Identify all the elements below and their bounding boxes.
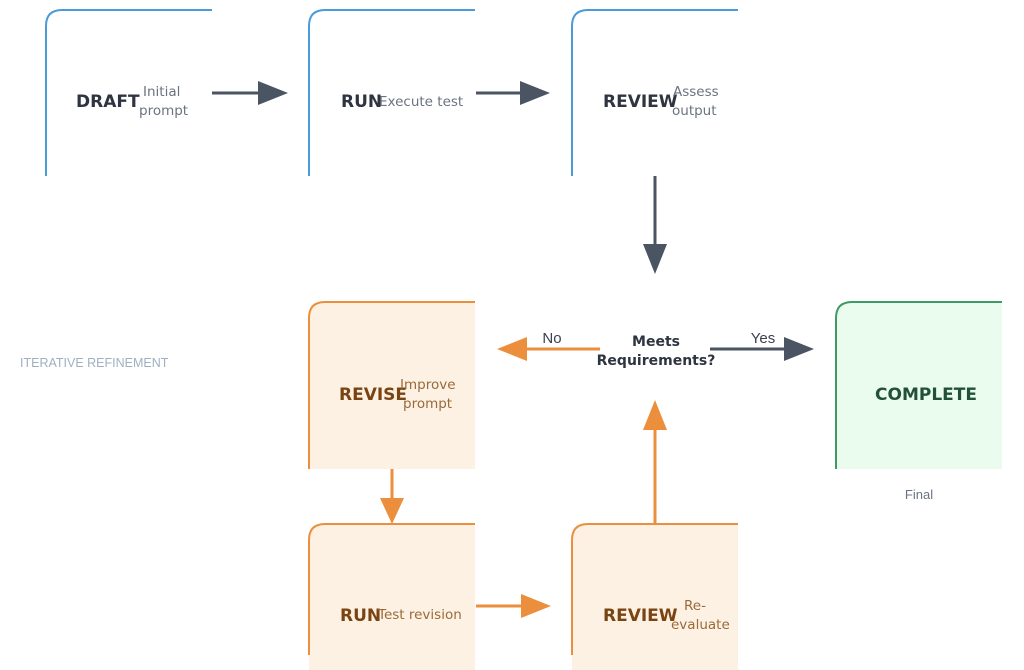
review2-box-fill: [572, 524, 738, 670]
arrow-draft-to-run: [212, 81, 288, 105]
node-complete: COMPLETE Final: [835, 301, 1002, 502]
arrow-decision-no: [497, 337, 600, 361]
run2-box-fill: [309, 524, 475, 670]
review-box-border: [571, 9, 738, 176]
revise-title: REVISE: [339, 385, 407, 405]
revise-subtitle-line1: Improve: [400, 377, 456, 393]
arrow-run2-to-review2: [476, 594, 551, 618]
run2-box-border: [308, 523, 475, 655]
run2-title: RUN: [340, 606, 381, 626]
run-box-border: [308, 9, 475, 176]
complete-title: COMPLETE: [875, 385, 977, 405]
arrow-run-to-review: [476, 81, 550, 105]
draft-subtitle-line2: prompt: [139, 103, 188, 119]
decision-line1: Meets: [632, 334, 680, 350]
node-decision: Meets Requirements?: [597, 334, 716, 369]
node-run: RUN Execute test: [308, 9, 475, 176]
run2-subtitle: Test revision: [377, 607, 462, 623]
review-subtitle-line2: output: [672, 103, 717, 119]
review2-box-border: [571, 523, 738, 655]
complete-caption: Final: [905, 487, 933, 502]
node-revise: REVISE Improve prompt: [308, 301, 475, 469]
draft-box-border: [45, 9, 212, 176]
revise-box-fill: [309, 302, 475, 469]
revise-box-border: [308, 301, 475, 469]
run-title: RUN: [341, 92, 382, 112]
review2-subtitle-line2: evaluate: [671, 617, 730, 633]
review-title: REVIEW: [603, 92, 678, 112]
draft-subtitle-line1: Initial: [143, 84, 180, 100]
arrow-revise-to-run2: [380, 469, 404, 524]
complete-box-fill: [836, 302, 1002, 469]
section-label: ITERATIVE REFINEMENT: [20, 356, 169, 370]
edge-label-yes: Yes: [751, 330, 775, 347]
run-subtitle: Execute test: [379, 94, 463, 110]
arrow-decision-yes: [710, 337, 814, 361]
node-review: REVIEW Assess output: [571, 9, 738, 176]
review-subtitle-line1: Assess: [673, 84, 719, 100]
node-draft: DRAFT Initial prompt: [45, 9, 212, 176]
arrow-review-to-decision: [643, 176, 667, 274]
decision-line2: Requirements?: [597, 353, 716, 369]
node-review2: REVIEW Re- evaluate: [571, 523, 738, 670]
arrow-review2-to-decision: [643, 400, 667, 524]
complete-box-border: [835, 301, 1002, 469]
review2-subtitle-line1: Re-: [684, 598, 706, 614]
review2-title: REVIEW: [603, 606, 678, 626]
draft-title: DRAFT: [76, 92, 140, 112]
edge-label-no: No: [542, 330, 561, 347]
revise-subtitle-line2: prompt: [403, 396, 452, 412]
node-run2: RUN Test revision: [308, 523, 475, 670]
